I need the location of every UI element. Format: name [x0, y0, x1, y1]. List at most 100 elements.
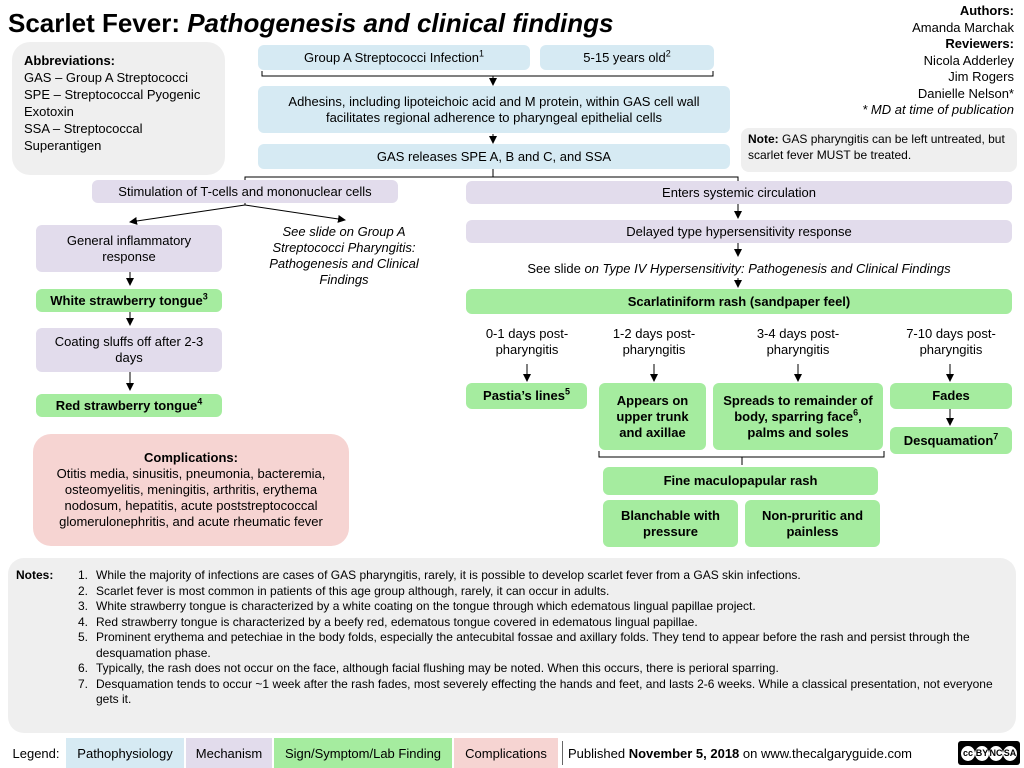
note-text: Scarlet fever is most common in patients… [96, 583, 610, 598]
adhesins-text: Adhesins, including lipoteichoic acid an… [288, 93, 700, 125]
footnote-ref: 1 [478, 48, 484, 59]
legend-pathophysiology: Pathophysiology [66, 738, 184, 768]
footnote-ref: 2 [665, 48, 671, 59]
day-1-2-text: 1-2 days post-pharyngitis [612, 326, 696, 357]
note-text: Desquamation tends to occur ~1 week afte… [96, 676, 993, 707]
abbreviation-item: SPE – Streptococcal Pyogenic Exotoxin [24, 87, 201, 119]
title-main: Scarlet Fever: [8, 8, 180, 38]
fades-box: Fades [890, 383, 1012, 409]
general-inflammatory-text: General inflammatory response [66, 232, 192, 264]
footnote-ref: 6 [853, 407, 859, 418]
footnote-ref: 4 [197, 396, 203, 407]
note-item: 3. White strawberry tongue is characteriz… [78, 599, 1006, 615]
blanchable-text: Blanchable with pressure [621, 507, 720, 539]
delayed-hypersensitivity-text: Delayed type hypersensitivity response [626, 223, 852, 239]
legend-divider [562, 741, 563, 765]
legend-mechanism: Mechanism [186, 738, 272, 768]
red-tongue-text: Red strawberry tongue [55, 397, 198, 413]
day-7-10-text: 7-10 days post-pharyngitis [906, 326, 996, 357]
age-box: 5-15 years old2 [540, 45, 714, 70]
reviewers-label: Reviewers: [945, 36, 1014, 51]
see-slide-gas-text: See slide on Group A Streptococci Pharyn… [269, 224, 419, 287]
desquamation-text: Desquamation [903, 432, 994, 448]
adhesins-box: Adhesins, including lipoteichoic acid an… [258, 86, 730, 133]
abbreviation-item: SSA – Streptococcal Superantigen [24, 121, 143, 153]
note-number: 7. [78, 676, 89, 691]
day-0-1-label: 0-1 days post-pharyngitis [474, 326, 580, 358]
abbreviations-panel: Abbreviations: GAS – Group A Streptococc… [12, 42, 225, 175]
age-text: 5-15 years old [583, 49, 666, 65]
published-suffix: on www.thecalgaryguide.com [739, 745, 912, 761]
gas-infection-box: Group A Streptococci Infection1 [258, 45, 530, 70]
legend-complications: Complications [454, 738, 558, 768]
blanchable-box: Blanchable with pressure [603, 500, 738, 547]
legend-bar: Legend: Pathophysiology Mechanism Sign/S… [0, 738, 1024, 768]
author-name: Amanda Marchak [912, 19, 1014, 35]
reviewer-name: Nicola Adderley [923, 52, 1014, 68]
published-info: Published November 5, 2018 on www.thecal… [568, 738, 948, 768]
note-item: 5. Prominent erythema and petechiae in th… [78, 630, 1006, 661]
white-tongue-text: White strawberry tongue [50, 292, 203, 308]
white-tongue-label: White strawberry tongue3 [50, 291, 208, 309]
spe-release-text: GAS releases SPE A, B and C, and SSA [376, 148, 612, 164]
treatment-note: Note: GAS pharyngitis can be left untrea… [741, 128, 1017, 172]
desquamation-box: Desquamation7 [890, 427, 1012, 454]
notes-label: Notes: [16, 568, 54, 582]
complications-header: Complications: [144, 450, 238, 465]
authors-label: Authors: [959, 3, 1014, 18]
note-text: Prominent erythema and petechiae in the … [96, 630, 970, 660]
cc-nc-icon: NC [989, 745, 1003, 761]
note-item: 4.Red strawberry tongue is characterized… [78, 614, 1006, 631]
desquamation-label: Desquamation7 [903, 432, 999, 449]
published-prefix: Published [568, 745, 629, 761]
gas-infection-label: Group A Streptococci Infection1 [304, 48, 484, 66]
note-text: Red strawberry tongue is characterized b… [96, 614, 698, 629]
note-item: 2. Scarlet fever is most common in patien… [78, 583, 1006, 600]
spreads-remainder-box: Spreads to remainder of body, sparring f… [713, 383, 883, 450]
day-1-2-label: 1-2 days post-pharyngitis [600, 326, 708, 358]
red-strawberry-tongue-box: Red strawberry tongue4 [36, 394, 222, 417]
abbreviation-item: GAS – Group A Streptococci [24, 70, 189, 85]
day-3-4-text: 3-4 days post-pharyngitis [756, 326, 840, 357]
note-text: GAS pharyngitis can be left untreated, b… [748, 132, 1005, 162]
note-number: 3. [78, 599, 89, 613]
day-0-1-text: 0-1 days post-pharyngitis [485, 326, 569, 357]
spreads-text-a: Spreads to remainder of body, sparring f… [723, 392, 873, 424]
footnote-ref: 5 [564, 386, 570, 397]
cc-icon: cc [961, 745, 975, 761]
coating-sluffs-text: Coating sluffs off after 2-3 days [54, 334, 204, 365]
fades-text: Fades [932, 388, 970, 403]
white-strawberry-tongue-box: White strawberry tongue3 [36, 289, 222, 312]
legend-sign-symptom: Sign/Symptom/Lab Finding [274, 738, 452, 768]
note-number: 5. [78, 630, 89, 644]
note-item: 7. Desquamation tends to occur ~1 week af… [78, 676, 1006, 708]
note-item: 6.Typically, the rash does not occur on … [78, 661, 1006, 677]
coating-sluffs-box: Coating sluffs off after 2-3 days [36, 328, 222, 372]
spreads-label: Spreads to remainder of body, sparring f… [719, 393, 877, 441]
scarlatiniform-rash-box: Scarlatiniform rash (sandpaper feel) [466, 289, 1012, 314]
notes-list: 1.While the majority of infections are c… [78, 568, 1006, 708]
pastias-lines-box: Pastia’s lines5 [466, 383, 587, 409]
systemic-circulation-text: Enters systemic circulation [662, 184, 816, 200]
note-text: White strawberry tongue is characterized… [96, 599, 756, 613]
legend-label: Legend: [12, 745, 60, 761]
title-sub: Pathogenesis and clinical findings [187, 8, 614, 38]
spe-release-box: GAS releases SPE A, B and C, and SSA [258, 144, 730, 169]
day-3-4-label: 3-4 days post-pharyngitis [744, 326, 852, 358]
creative-commons-badge: cc BY NC SA [958, 741, 1020, 765]
page-title: Scarlet Fever: Pathogenesis and clinical… [8, 8, 613, 39]
age-label: 5-15 years old2 [583, 48, 671, 66]
fine-rash-text: Fine maculopapular rash [663, 473, 818, 488]
authors-panel: Authors: Amanda Marchak Reviewers: Nicol… [834, 3, 1014, 119]
delayed-hypersensitivity-box: Delayed type hypersensitivity response [466, 220, 1012, 243]
footnote-ref: 3 [202, 291, 208, 302]
see-slide-type4-text: on Type IV Hypersensitivity: Pathogenesi… [584, 261, 951, 276]
scarlatiniform-rash-text: Scarlatiniform rash (sandpaper feel) [627, 293, 851, 309]
tcell-stimulation-box: Stimulation of T-cells and mononuclear c… [92, 180, 398, 203]
note-item: 1.While the majority of infections are c… [78, 568, 1006, 584]
note-number: 2. [78, 583, 89, 598]
note-number: 6. [78, 661, 89, 675]
gas-infection-text: Group A Streptococci Infection [304, 49, 479, 65]
non-pruritic-text: Non-pruritic and painless [761, 507, 864, 539]
complications-text: Otitis media, sinusitis, pneumonia, bact… [56, 466, 326, 529]
